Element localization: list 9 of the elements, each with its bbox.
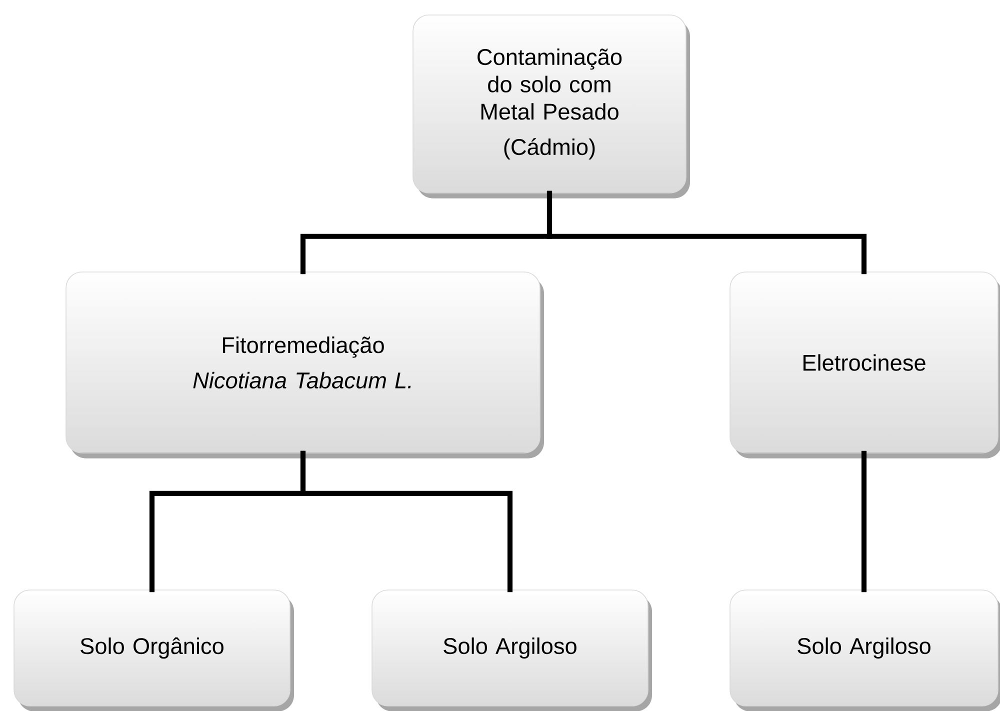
connector-line	[861, 450, 867, 592]
process-box: Solo Argiloso	[730, 590, 1000, 711]
connector-line	[546, 190, 867, 274]
process-box: Eletrocinese	[730, 272, 1000, 458]
connector-line	[300, 450, 513, 592]
process-box: Contaminação do solo com Metal Pesado (Cádmio)	[412, 14, 690, 198]
process-box: Solo Orgânico	[14, 590, 294, 711]
process-box: Fitorremediação Nicotiana Tabacum L.	[66, 272, 544, 458]
process-box: Solo Argiloso	[372, 590, 652, 711]
